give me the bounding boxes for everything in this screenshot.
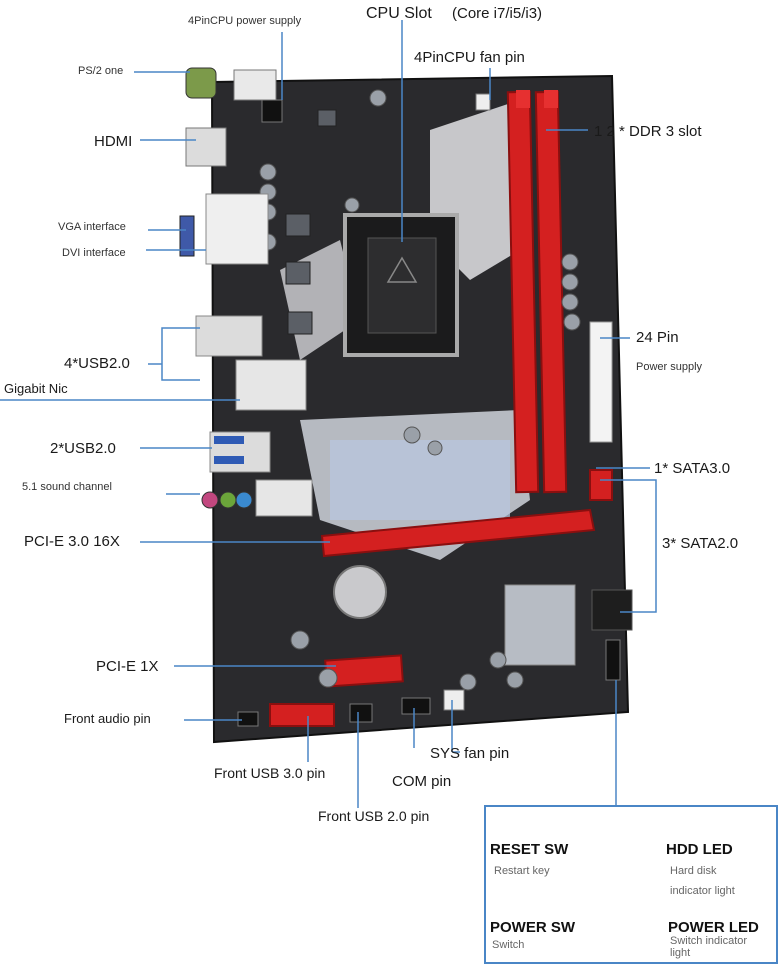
power-sw-sub: Switch [492,939,525,951]
label-4-usb2: 4*USB2.0 [64,355,130,372]
label-dvi: DVI interface [62,247,126,259]
motherboard-board [179,67,633,744]
label-24-pin: 24 Pin [636,329,679,346]
label-front-audio: Front audio pin [64,711,151,726]
hdd-led-label: HDD LED [666,841,733,858]
label-ps2: PS/2 one [78,65,124,77]
reset-sw-label: RESET SW [490,841,569,858]
label-cpu-slot: CPU Slot [366,5,432,22]
label-sys-fan: SYS fan pin [430,745,510,762]
power-sw-label: POWER SW [490,919,575,936]
reset-sw-sub: Restart key [494,865,550,877]
label-pcie1: PCI-E 1X [96,658,159,675]
label-4pin-cpu-power: 4PinCPU power supply [188,15,302,27]
label-gigabit-nic: Gigabit Nic [4,381,68,396]
label-cpu-fan: 4PinCPU fan pin [414,49,525,66]
label-hdmi: HDMI [94,133,133,150]
leader-lines [0,20,657,808]
label-front-usb2: Front USB 2.0 pin [318,808,430,824]
power-led-label: POWER LED [668,919,759,936]
label-cpu-slot-note: (Core i7/i5/i3) [452,5,543,22]
label-1-sata3: 1* SATA3.0 [654,460,731,477]
hdd-led-sub2: indicator light [670,885,735,897]
label-2-usb2: 2*USB2.0 [50,440,116,457]
label-vga: VGA interface [58,221,126,233]
label-3-sata2: 3* SATA2.0 [662,535,739,552]
power-led-sub2: light [670,947,691,959]
label-com: COM pin [392,773,452,790]
label-ddr3: 1 2 * DDR 3 slot [594,123,702,140]
power-led-sub1: Switch indicator [670,935,748,947]
label-pcie16: PCI-E 3.0 16X [24,533,120,550]
hdd-led-sub1: Hard disk [670,865,717,877]
front-panel-callout: RESET SW Restart key HDD LED Hard disk i… [484,805,778,964]
label-sound: 5.1 sound channel [22,481,112,493]
label-front-usb3: Front USB 3.0 pin [214,765,326,781]
label-power-supply: Power supply [636,361,703,373]
